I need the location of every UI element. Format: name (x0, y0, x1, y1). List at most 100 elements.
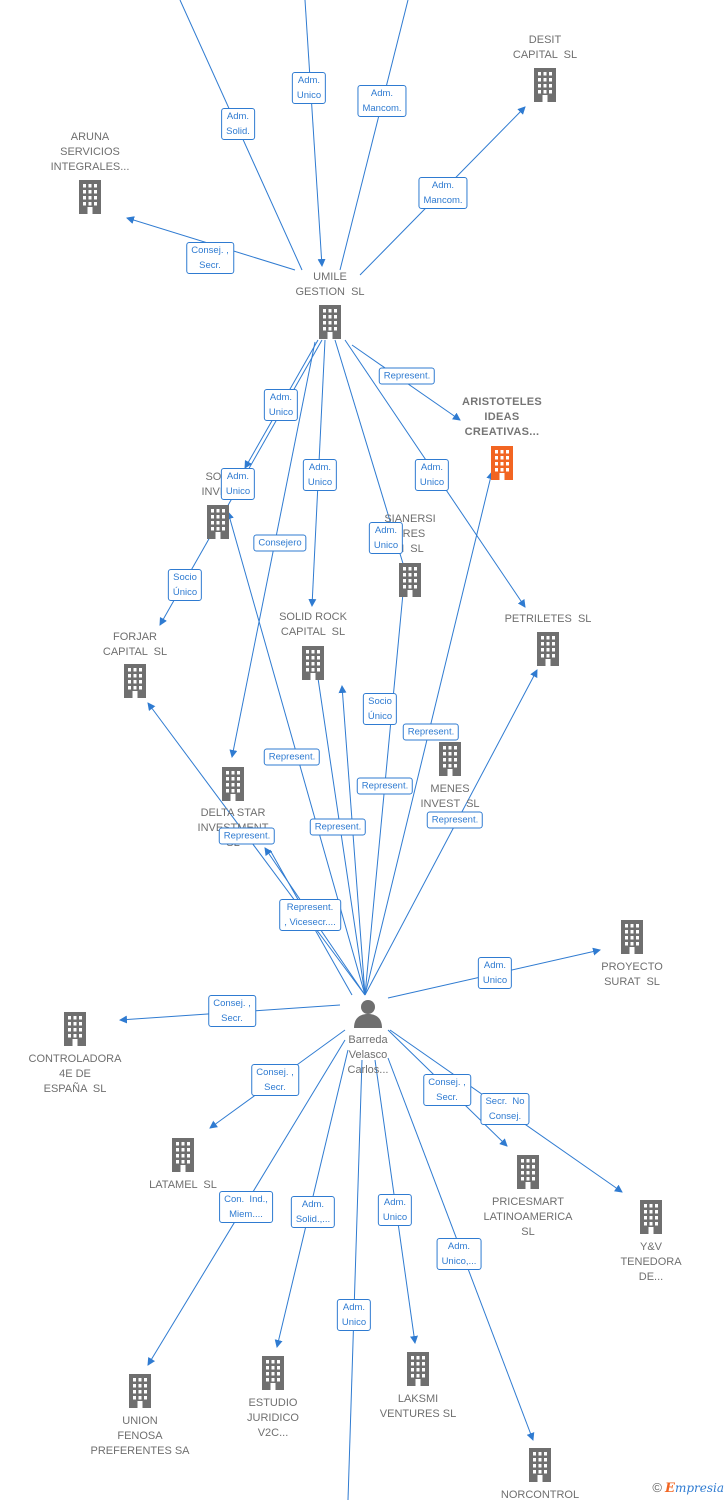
building-icon[interactable] (532, 68, 558, 107)
edge-label[interactable]: Consejero (253, 534, 307, 552)
person-icon[interactable] (353, 998, 383, 1033)
edge-label[interactable]: Adm. Unico (302, 459, 338, 491)
edge-label[interactable]: Socio Único (362, 693, 398, 725)
node-label-aruna[interactable]: ARUNA SERVICIOS INTEGRALES... (51, 130, 130, 175)
node-label-text: PROYECTO SURAT SL (601, 961, 663, 988)
edge-label[interactable]: Represent. (309, 818, 367, 836)
building-icon[interactable] (300, 646, 326, 685)
edge-lines (119, 0, 623, 1500)
edge-label[interactable]: Adm. Unico (336, 1299, 372, 1331)
building-icon[interactable] (127, 1374, 153, 1413)
edge-label[interactable]: Represent. , Vicesecr.... (279, 899, 341, 931)
node-label-text: PETRILETES SL (504, 613, 592, 625)
edge-label[interactable]: Represent. (263, 748, 321, 766)
edge-label[interactable]: Adm. Unico (377, 1194, 413, 1226)
node-label-text: SOLID ROCK CAPITAL SL (279, 611, 347, 638)
node-label-text: UNION FENOSA PREFERENTES SA (90, 1415, 190, 1457)
edge-label[interactable]: Adm. Mancom. (418, 177, 468, 209)
node-label-pricesmart[interactable]: PRICESMART LATINOAMERICA SL (483, 1195, 572, 1240)
building-icon[interactable] (405, 1352, 431, 1391)
building-icon[interactable] (220, 767, 246, 806)
node-label-text: LATAMEL SL (149, 1179, 217, 1191)
building-icon[interactable] (619, 920, 645, 959)
node-label-text: LAKSMI VENTURES SL (379, 1393, 457, 1420)
building-icon[interactable] (170, 1138, 196, 1177)
node-label-person[interactable]: Barreda Velasco Carlos... (348, 1033, 389, 1078)
node-label-text: UMILE GESTION SL (295, 271, 365, 298)
edge-label[interactable]: Adm. Unico (414, 459, 450, 491)
edge-line (364, 669, 538, 996)
node-label-text: FORJAR CAPITAL SL (102, 631, 168, 658)
building-icon[interactable] (205, 505, 231, 544)
node-label-aristoteles[interactable]: ARISTOTELES IDEAS CREATIVAS... (462, 395, 542, 440)
edge-label[interactable]: Represent. (218, 827, 276, 845)
building-icon[interactable] (527, 1448, 553, 1487)
empresia-watermark: ©Empresia (652, 1480, 724, 1496)
node-label-estudio[interactable]: ESTUDIO JURIDICO V2C... (247, 1396, 299, 1441)
node-label-solidrock[interactable]: SOLID ROCK CAPITAL SL (279, 610, 347, 640)
edge-label[interactable]: Adm. Solid.,... (290, 1196, 336, 1228)
edge-line (338, 685, 366, 996)
node-label-text: Y&V TENEDORA DE... (620, 1241, 682, 1283)
node-label-petriletes[interactable]: PETRILETES SL (505, 612, 592, 627)
node-label-text: Barreda Velasco Carlos... (347, 1034, 389, 1076)
building-icon[interactable] (437, 742, 463, 781)
edge-label[interactable]: Adm. Mancom. (357, 85, 407, 117)
building-icon[interactable] (317, 305, 343, 344)
edge-label[interactable]: Consej. , Secr. (186, 242, 234, 274)
building-icon[interactable] (62, 1012, 88, 1051)
node-label-controladora[interactable]: CONTROLADORA 4E DE ESPAÑA SL (29, 1052, 122, 1097)
edge-label[interactable]: Adm. Unico,... (436, 1238, 482, 1270)
edge-line (147, 702, 366, 996)
edge-label[interactable]: Consej. , Secr. (251, 1064, 299, 1096)
node-label-text: ARISTOTELES IDEAS CREATIVAS... (461, 396, 543, 438)
node-label-text: NORCONTROL (500, 1489, 580, 1501)
edge-label[interactable]: Represent. (426, 811, 484, 829)
building-icon[interactable] (515, 1155, 541, 1194)
edge-label[interactable]: Adm. Unico (368, 522, 404, 554)
building-icon[interactable] (260, 1356, 286, 1395)
node-label-desit[interactable]: DESIT CAPITAL SL (513, 33, 577, 63)
node-label-umile[interactable]: UMILE GESTION SL (295, 270, 364, 300)
building-icon[interactable] (397, 563, 423, 602)
edge-label[interactable]: Adm. Unico (263, 389, 299, 421)
node-label-proyecto[interactable]: PROYECTO SURAT SL (601, 960, 663, 990)
edge-label[interactable]: Represent. (402, 723, 460, 741)
edge-label[interactable]: Socio Único (167, 569, 203, 601)
edge-label[interactable]: Represent. (356, 777, 414, 795)
node-label-text: ARUNA SERVICIOS INTEGRALES... (50, 131, 130, 173)
building-icon[interactable] (535, 632, 561, 671)
edge-line (347, 1059, 363, 1500)
node-label-laksmi[interactable]: LAKSMI VENTURES SL (380, 1392, 456, 1422)
edge-label[interactable]: Adm. Solid. (221, 108, 255, 140)
edge-label[interactable]: Adm. Unico (291, 72, 327, 104)
brand-initial: E (665, 1481, 675, 1496)
node-label-text: MENES INVEST SL (420, 783, 480, 810)
building-icon[interactable] (122, 664, 148, 703)
edge-label[interactable]: Consej. , Secr. (423, 1074, 471, 1106)
edge-label[interactable]: Secr. No Consej. (480, 1093, 530, 1125)
edge-label[interactable]: Adm. Unico (220, 468, 256, 500)
edge-line (304, 0, 326, 267)
building-icon[interactable] (77, 180, 103, 219)
node-label-union[interactable]: UNION FENOSA PREFERENTES SA (90, 1414, 189, 1459)
node-label-text: PRICESMART LATINOAMERICA SL (483, 1196, 573, 1238)
edge-label[interactable]: Con. Ind., Miem.... (219, 1191, 273, 1223)
building-icon[interactable] (489, 446, 515, 485)
node-label-menes[interactable]: MENES INVEST SL (420, 782, 479, 812)
building-icon[interactable] (638, 1200, 664, 1239)
edge-label[interactable]: Consej. , Secr. (208, 995, 256, 1027)
node-label-latamel[interactable]: LATAMEL SL (149, 1178, 217, 1193)
node-label-text: DESIT CAPITAL SL (512, 34, 578, 61)
edge-line (339, 0, 409, 271)
node-label-yv[interactable]: Y&V TENEDORA DE... (620, 1240, 681, 1285)
node-label-forjar[interactable]: FORJAR CAPITAL SL (103, 630, 167, 660)
node-label-norcontrol[interactable]: NORCONTROL (501, 1488, 579, 1503)
node-label-text: ESTUDIO JURIDICO V2C... (247, 1397, 299, 1439)
edge-label[interactable]: Represent. (378, 367, 436, 385)
brand-rest: mpresia (674, 1481, 724, 1495)
node-label-text: CONTROLADORA 4E DE ESPAÑA SL (28, 1053, 122, 1095)
edge-label[interactable]: Adm. Unico (477, 957, 513, 989)
copyright-symbol: © (652, 1480, 663, 1495)
